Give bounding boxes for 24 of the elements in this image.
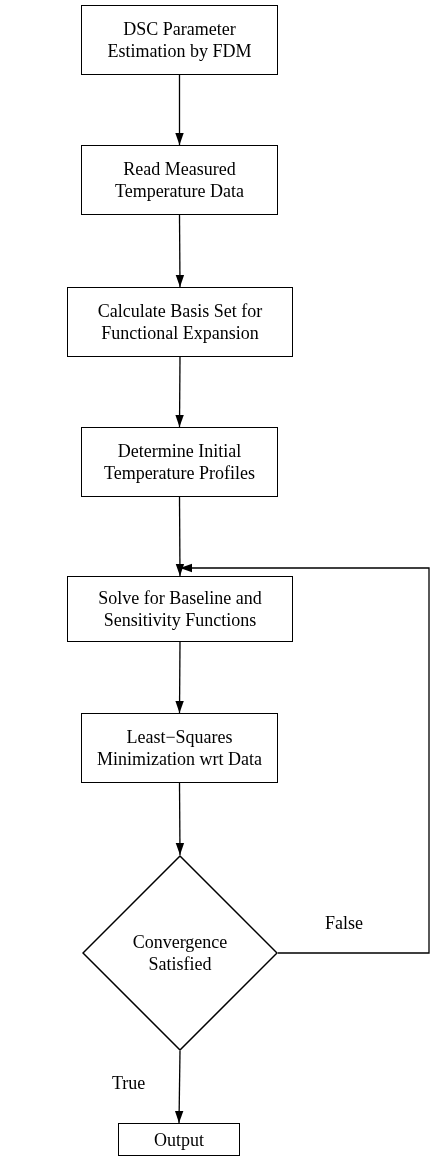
- arrow: [179, 563, 430, 954]
- arrow: [174, 1050, 184, 1124]
- node-text: Calculate Basis Set for Functional Expansion: [96, 300, 264, 344]
- arrow: [175, 74, 184, 146]
- decision-diamond: [82, 855, 278, 1051]
- node-text: Read Measured Temperature Data: [113, 158, 246, 202]
- arrow: [175, 782, 185, 856]
- arrow: [175, 496, 185, 577]
- node-text: DSC Parameter Estimation by FDM: [106, 18, 253, 62]
- node-text: Output: [154, 1128, 204, 1151]
- arrow: [175, 356, 184, 428]
- process-box: [118, 1123, 240, 1156]
- process-box: [81, 427, 278, 497]
- arrow: [175, 641, 184, 714]
- process-box: [81, 713, 278, 783]
- process-box: [67, 576, 293, 642]
- node-text: Least−Squares Minimization wrt Data: [96, 726, 263, 770]
- process-box: [67, 287, 293, 357]
- node-text: Convergence Satisfied: [131, 931, 229, 975]
- node-text: Determine Initial Temperature Profiles: [102, 440, 257, 484]
- process-box: [81, 5, 278, 75]
- node-text: Solve for Baseline and Sensitivity Functions: [97, 587, 263, 631]
- arrow: [175, 214, 185, 288]
- process-box: [81, 145, 278, 215]
